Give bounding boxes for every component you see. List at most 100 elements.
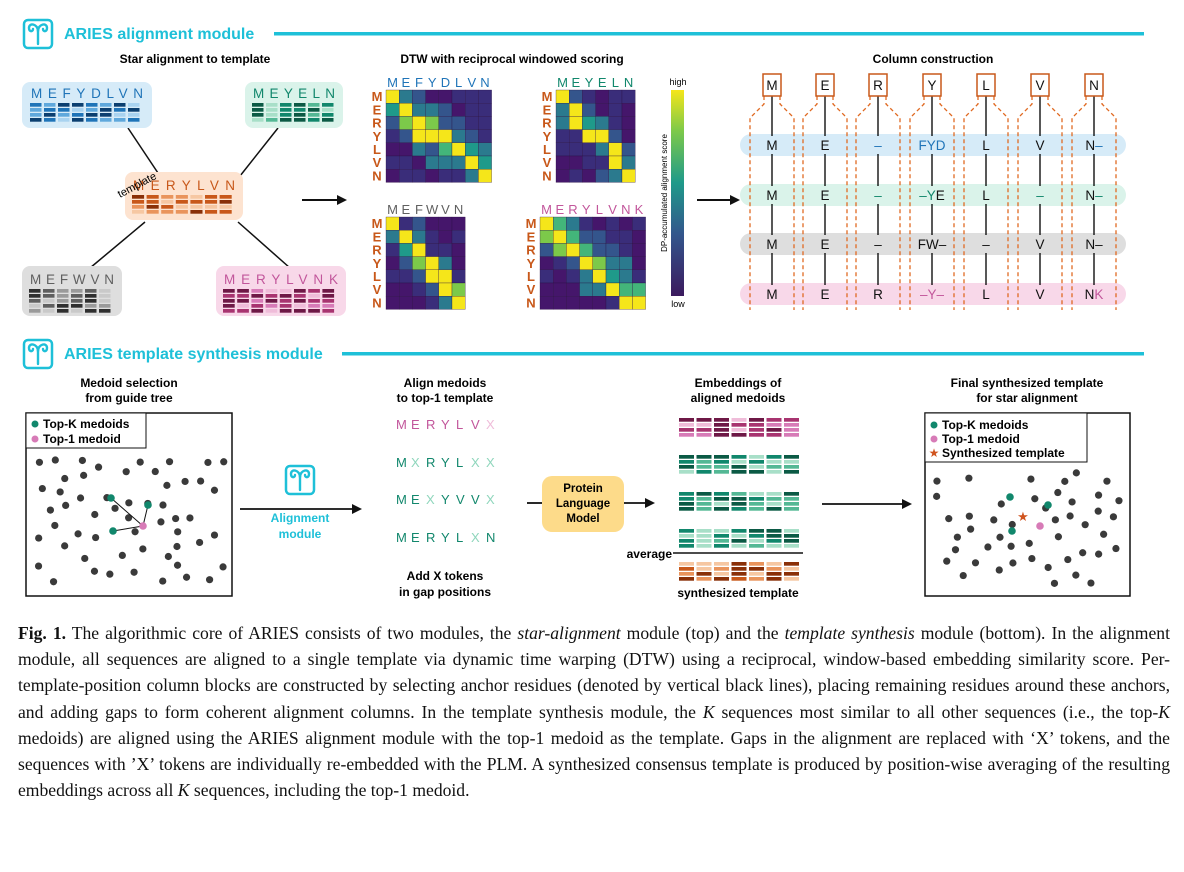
dtw-cell	[569, 89, 583, 104]
dtw-cell	[539, 230, 554, 244]
column-cell-bg	[818, 186, 832, 204]
column-guide-left	[909, 96, 925, 310]
dtw-cell	[385, 296, 400, 310]
column-cell: –	[874, 237, 882, 252]
embedding-bar	[714, 433, 729, 437]
embedding-bar	[294, 299, 306, 303]
column-cell-bg	[1083, 235, 1105, 253]
dtw-cell	[465, 169, 479, 183]
dtw-cell	[425, 129, 439, 143]
embedding-bar	[731, 497, 747, 501]
column-guide-left	[1071, 96, 1087, 310]
embedding-bar	[766, 562, 782, 566]
dtw-cell	[619, 256, 633, 270]
dtw-cell	[399, 142, 413, 157]
tree-point	[1068, 498, 1076, 506]
embedding-bar	[714, 539, 729, 543]
embedding-bar	[57, 289, 69, 293]
dtw-cell	[608, 169, 623, 183]
tree-point	[164, 552, 172, 561]
dtw-cell	[539, 243, 554, 257]
column-cell-bg	[765, 235, 779, 253]
embedding-bar	[766, 492, 782, 496]
embedding-bar	[749, 562, 764, 566]
embedding-bar	[696, 502, 712, 506]
dtw-cell	[632, 230, 646, 244]
topk-medoid	[107, 494, 115, 502]
embedding-bar	[749, 577, 764, 581]
dtw-cell	[595, 169, 609, 183]
column-guide-right	[939, 96, 955, 310]
embedding-bar	[294, 294, 306, 298]
colorbar-label: DP-accumulated alignment score	[660, 134, 669, 252]
seq-template-label: MERYLVN	[133, 178, 235, 193]
column-cell-bg	[979, 136, 993, 154]
embedding-bar	[749, 465, 764, 469]
embedding-bar	[86, 113, 98, 117]
embedding-bar	[279, 294, 292, 298]
embedding-bar	[237, 304, 249, 308]
dtw-cell	[425, 89, 439, 104]
embedding-bar	[205, 210, 218, 214]
tree-point	[219, 563, 227, 571]
dtw-cell	[465, 103, 479, 117]
star-lines	[89, 127, 291, 269]
embedding-bar	[714, 465, 729, 469]
embedding-bar	[294, 118, 306, 122]
dtw-top-letter: V	[467, 75, 476, 90]
dtw-cell	[595, 103, 609, 117]
dtw-cell	[465, 142, 479, 157]
aries-ram-icon	[27, 23, 49, 46]
embedding-bar	[679, 470, 694, 474]
dtw-cell	[632, 243, 646, 257]
dtw-top-letter: F	[415, 202, 423, 217]
embedding-bar	[784, 423, 799, 427]
embedding-bar	[266, 103, 278, 107]
embedding-bar	[322, 309, 335, 313]
dtw-cell	[478, 116, 492, 130]
dtw-row-letter: V	[373, 282, 382, 297]
dtw-cell	[451, 243, 466, 257]
embedding-bar	[237, 294, 249, 298]
embedding-bar	[322, 108, 334, 112]
column-cell-bg	[1033, 186, 1047, 204]
embedding-block	[679, 529, 799, 548]
column-cell-bg	[818, 136, 832, 154]
dtw-cell	[425, 116, 439, 130]
embedding-bar	[175, 200, 188, 204]
embedding-bar	[30, 113, 42, 117]
embedding-bar	[784, 460, 799, 464]
dtw-cell	[438, 142, 453, 157]
dtw-cell	[478, 103, 492, 117]
tree-point	[1094, 491, 1103, 499]
tree-point	[1112, 544, 1120, 553]
embedding-bar	[749, 492, 764, 496]
tree-point	[92, 533, 100, 542]
embedding-bar	[252, 108, 264, 112]
tree-point	[210, 486, 219, 494]
tree-point	[122, 468, 130, 476]
embedding-bar	[190, 195, 203, 199]
embedding-bar	[696, 507, 712, 511]
embedding-bar	[784, 465, 799, 469]
embedding-bar	[44, 118, 56, 122]
dtw-cell	[438, 129, 453, 143]
embedding-bar	[252, 113, 264, 117]
dtw-cell	[579, 269, 593, 284]
embedding-bar	[784, 529, 799, 533]
dtw-cell	[425, 216, 439, 231]
embedding-bar	[237, 299, 249, 303]
dtw-row-letter: E	[527, 229, 536, 244]
column-cell: E	[820, 138, 829, 153]
embedding-bar	[57, 309, 69, 313]
dtw-cell	[592, 243, 607, 257]
dtw-top-letter: R	[568, 202, 577, 217]
dtw-heading: DTW with reciprocal windowed scoring	[400, 52, 623, 66]
embedding-bar	[190, 200, 203, 204]
tree-point	[1072, 571, 1080, 579]
star-seq-blue: MEFYDLVN	[22, 82, 152, 128]
embedding-bar	[29, 304, 41, 308]
dtw-row-letter: E	[373, 229, 382, 244]
average-label: average	[627, 547, 673, 561]
dtw-cell	[555, 103, 570, 117]
